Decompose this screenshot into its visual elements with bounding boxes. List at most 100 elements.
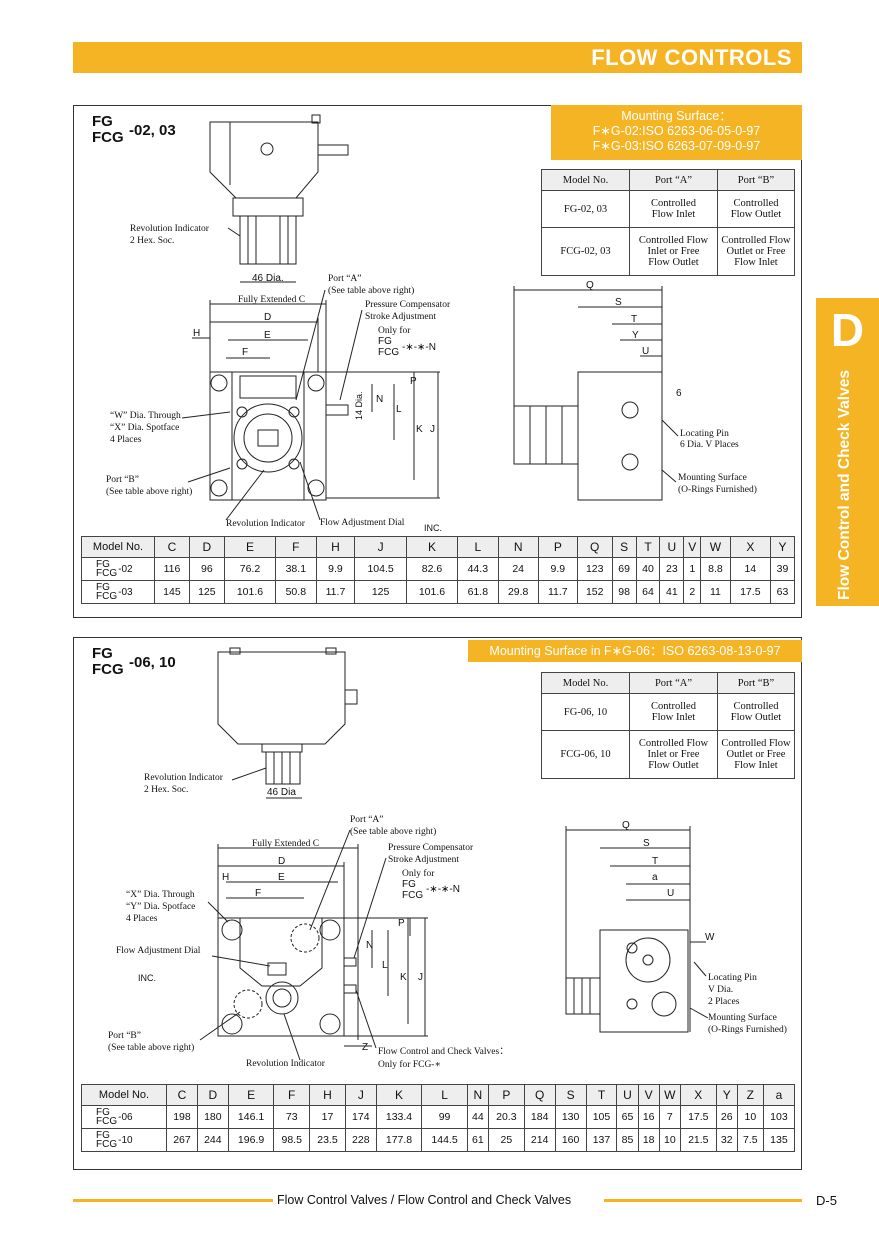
port1-r1-a1: Controlled — [651, 198, 696, 209]
nameplate — [239, 375, 297, 399]
dim2-e: E — [278, 872, 285, 883]
top2-flange — [261, 743, 303, 753]
port-table-2: Model No. Port “A” Port “B” FG-06, 10 Co… — [541, 672, 795, 779]
port2-r2-b1: Controlled Flow — [721, 738, 791, 749]
port1-r2-a3: Flow Outlet — [648, 257, 699, 268]
lbl1-rev-ind2: Revolution Indicator — [226, 519, 306, 529]
dims2-r1-c0: 198 — [166, 1105, 198, 1129]
dims1-h-4: F — [275, 536, 317, 558]
side2-port-a — [625, 937, 671, 983]
dims2-r2-m1: FG — [96, 1130, 110, 1141]
dial-ring — [233, 403, 303, 473]
dims1-h-0: Model No. — [81, 536, 155, 558]
check2-stem — [343, 984, 357, 994]
dims1-r2-c13: 41 — [659, 580, 685, 604]
port1-r1-a2: Flow Inlet — [651, 209, 696, 220]
dims2-r2-c12: 137 — [585, 1128, 618, 1152]
port1-head-a: Port “A” — [629, 169, 718, 191]
page-number: D-5 — [816, 1193, 837, 1208]
model-title-2-fcg: FCG — [92, 661, 124, 678]
port2-r1-a2: Flow Inlet — [651, 712, 696, 723]
dims2-r1-c11: 130 — [554, 1105, 587, 1129]
adj2-stem — [343, 957, 357, 967]
dims2-r1-c15: 7 — [658, 1105, 681, 1129]
lbl1-six: 6 — [676, 388, 682, 399]
dims1-r1-c16: 14 — [729, 557, 772, 581]
dim2-s: S — [643, 838, 650, 849]
dims2-h-4: F — [273, 1084, 311, 1106]
port2-r2-a1: Controlled Flow — [638, 738, 709, 749]
dims2-r1-c17: 26 — [715, 1105, 738, 1129]
front2-inner — [239, 918, 323, 987]
lbl2-port-a: Port “A” — [350, 815, 384, 825]
dim-ext-right — [326, 371, 440, 499]
dim1-t: T — [631, 314, 637, 325]
dims2-r2-c3: 98.5 — [273, 1128, 311, 1152]
leader2-port-b — [199, 1011, 241, 1041]
lbl2-flow-dial: Flow Adjustment Dial — [116, 946, 201, 956]
port1-r2-b3: Flow Inlet — [734, 257, 778, 268]
dims2-h-5: H — [309, 1084, 346, 1106]
dim2-q: Q — [622, 820, 630, 831]
dims1-r1-c15: 8.8 — [700, 557, 731, 581]
dial2-ring — [265, 981, 299, 1015]
model-title-1: FG FCG — [92, 114, 124, 146]
top-view-plug — [317, 144, 349, 156]
dims1-r1-c6: 82.6 — [405, 557, 459, 581]
dims2-r1-suffix: -06 — [118, 1111, 133, 1123]
bolt-hole-br — [307, 479, 325, 497]
dims2-r2-m2: FCG — [96, 1139, 118, 1150]
lbl1-fully-ext: Fully Extended C — [238, 295, 305, 305]
dims1-r2-c7: 61.8 — [457, 580, 499, 604]
lbl2-rev-ind2: Revolution Indicator — [246, 1059, 326, 1069]
leader2-comp — [353, 857, 387, 959]
lbl1-hex: 2 Hex. Soc. — [130, 236, 174, 246]
screw-a — [236, 406, 248, 418]
lbl2-v-dia: V Dia. — [708, 985, 733, 995]
leader-dial — [299, 461, 321, 521]
port1-r2-a2: Inlet or Free — [647, 246, 700, 257]
dim2-ext-front — [217, 844, 359, 1040]
dims2-r2-c13: 85 — [616, 1128, 639, 1152]
leader-port-a — [295, 289, 326, 401]
lbl2-see-table-b: (See table above right) — [108, 1042, 194, 1053]
lbl2-only-fcg: FCG — [402, 890, 423, 901]
dims1-h-16: W — [700, 536, 731, 558]
dim1-s: S — [615, 297, 622, 308]
dims2-r1-c16: 17.5 — [679, 1105, 717, 1129]
dims2-r1-c12: 105 — [585, 1105, 618, 1129]
dims1-r2-suffix: -03 — [118, 586, 133, 598]
dims2-r2-c11: 160 — [554, 1128, 587, 1152]
port2-r2-a3: Flow Outlet — [648, 760, 699, 771]
dims1-r2-c6: 101.6 — [405, 580, 459, 604]
leader-port-b — [187, 467, 231, 483]
drawing-fg-02-03: Revolution Indicator 2 Hex. Soc. 46 Dia.… — [106, 114, 757, 533]
dims1-r2-c11: 98 — [611, 580, 637, 604]
lbl1-x-dia: “X” Dia. Spotface — [110, 422, 179, 433]
port2-b-hidden — [233, 989, 263, 1019]
dims2-r2-c7: 144.5 — [421, 1128, 468, 1152]
side2-port-a-center — [642, 954, 654, 966]
dims2-h-15: V — [637, 1084, 660, 1106]
bolt-hole-tl — [210, 374, 228, 392]
lbl1-rev-ind: Revolution Indicator — [130, 224, 210, 234]
dims1-r2-c10: 152 — [576, 580, 613, 604]
dim2-lines-front — [218, 847, 358, 899]
dims2-h-2: D — [196, 1084, 229, 1106]
port2-r1-b1: Controlled — [733, 701, 779, 712]
lbl2-x-dia: “X” Dia. Through — [126, 890, 195, 900]
dim2-w: W — [705, 932, 715, 943]
lbl1-flow-dial: Flow Adjustment Dial — [320, 518, 405, 528]
dims1-h-12: S — [611, 536, 637, 558]
lbl2-fully-ext: Fully Extended C — [252, 839, 319, 849]
dim2-t: T — [652, 856, 658, 867]
dims2-r1-m2: FCG — [96, 1116, 118, 1127]
dims1-r1-c3: 38.1 — [275, 557, 317, 581]
footer-rule-right — [604, 1199, 802, 1202]
dims2-r1-c1: 180 — [196, 1105, 229, 1129]
dims1-r2-c1: 125 — [188, 580, 225, 604]
dims2-h-19: Z — [736, 1084, 764, 1106]
dim2-k: K — [400, 972, 407, 983]
